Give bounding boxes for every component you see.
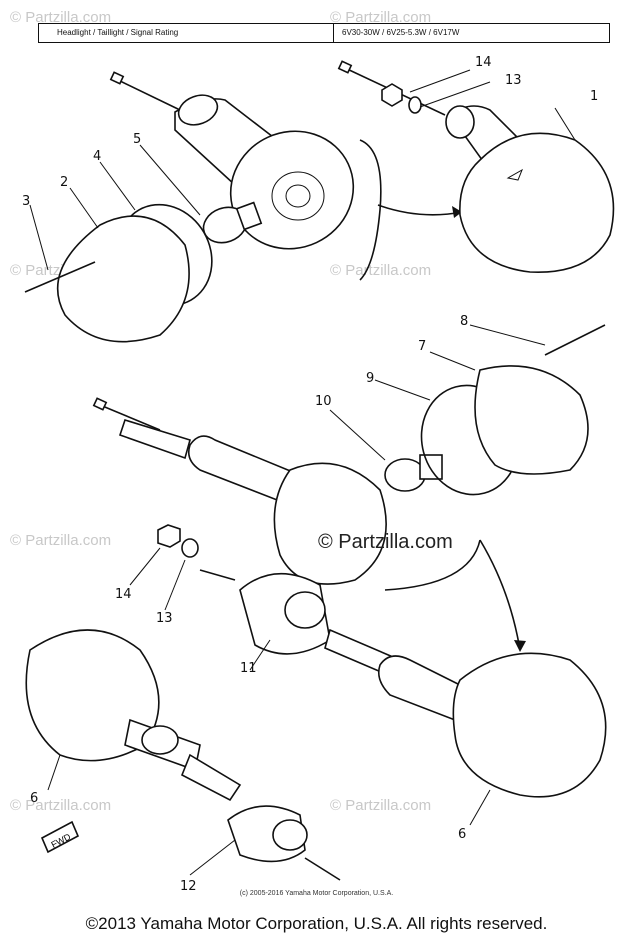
arrow-line	[479, 539, 521, 651]
signal-rating-table: Headlight / Taillight / Signal Rating 6V…	[38, 23, 610, 43]
watermark-text: © Partzilla.com	[10, 532, 111, 549]
callout-4: 4	[93, 149, 101, 164]
watermark-main: © Partzilla.com	[318, 531, 453, 553]
top-right-assembly	[337, 60, 615, 273]
lower-middle-assembly	[129, 524, 607, 798]
arrow-line	[377, 204, 463, 216]
watermark-text: © Partzilla.com	[330, 9, 431, 26]
callout-3: 3	[22, 194, 30, 209]
callout-8: 8	[460, 314, 468, 329]
fwd-arrow-icon	[40, 820, 80, 854]
callout-2: 2	[60, 175, 68, 190]
callout-14a: 14	[475, 55, 492, 70]
copyright-text: ©2013 Yamaha Motor Corporation, U.S.A. A…	[85, 914, 548, 933]
arrow-head-icon	[514, 640, 526, 652]
watermark-text: © Partzilla.com	[330, 797, 431, 814]
bracket-line	[359, 139, 382, 281]
bracket-line	[384, 539, 481, 591]
callout-7: 7	[418, 339, 426, 354]
watermark-text: © Partzilla.com	[330, 262, 431, 279]
rating-value: 6V30-30W / 6V25-5.3W / 6V17W	[342, 28, 460, 37]
callout-1: 1	[590, 89, 598, 104]
watermark-text: © Partzilla.com	[10, 9, 111, 26]
callout-13a: 13	[505, 73, 522, 88]
callout-10: 10	[315, 394, 332, 409]
callout-12: 12	[180, 879, 197, 894]
callout-6a: 6	[30, 791, 38, 806]
watermark-layer: © Partzilla.com © Partzilla.com © Partzi…	[10, 9, 431, 814]
middle-assembly	[92, 324, 606, 585]
callout-layer: 1 2 3 4 5 6 6 7 8 9 10 11 12 13 13 14 14	[22, 55, 598, 894]
callout-9: 9	[366, 371, 374, 386]
bottom-left-assembly: FWD	[25, 629, 491, 881]
callout-14b: 14	[115, 587, 132, 602]
callout-13b: 13	[156, 611, 173, 626]
callout-6b: 6	[458, 827, 466, 842]
callout-11: 11	[240, 661, 257, 676]
arrow-head-icon	[452, 206, 462, 218]
watermark-text: © Partzilla.com	[10, 797, 111, 814]
copyright-small: (c) 2005-2016 Yamaha Motor Corporation, …	[239, 890, 394, 897]
top-left-assembly	[24, 71, 355, 343]
rating-label: Headlight / Taillight / Signal Rating	[39, 24, 334, 42]
callout-5: 5	[133, 132, 141, 147]
